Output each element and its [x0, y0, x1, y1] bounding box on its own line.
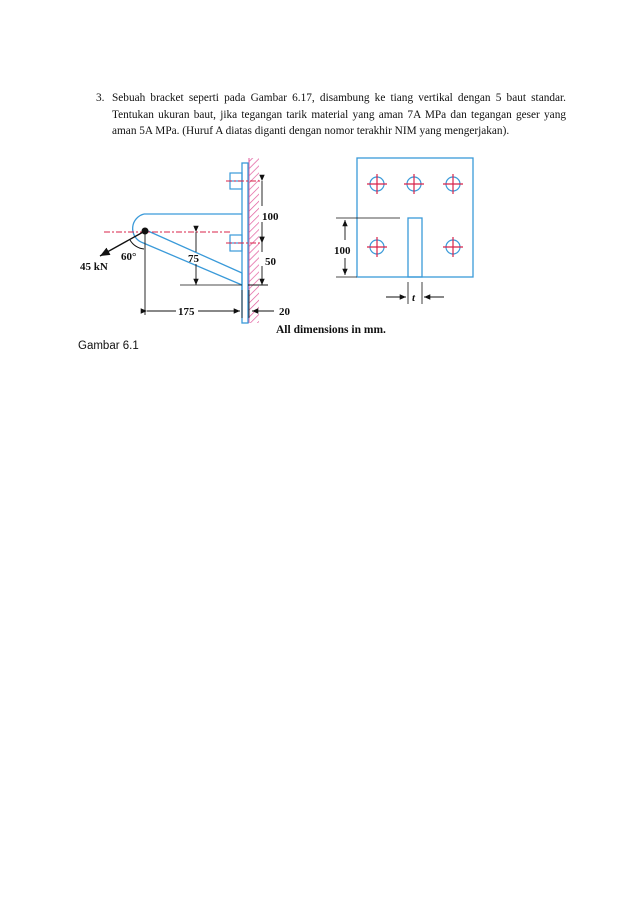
angle-label: 60° — [121, 251, 136, 263]
angle-arc — [129, 239, 145, 250]
dimension-note: All dimensions in mm. — [276, 324, 386, 336]
question-number: 3. — [96, 92, 105, 104]
bracket-arm — [132, 213, 243, 290]
load-label: 45 kN — [80, 261, 108, 273]
bolt-hole-1 — [367, 174, 387, 194]
bolt-hole-3 — [443, 174, 463, 194]
bracket-figure: 45 kN 60° 75 100 50 175 20 — [80, 157, 474, 336]
dim-100-front: 100 — [334, 245, 351, 257]
question-text: Sebuah bracket seperti pada Gambar 6.17,… — [112, 92, 566, 137]
bolt-hole-4 — [367, 237, 387, 257]
dim-t: t — [412, 292, 416, 304]
bolt-hole-2 — [404, 174, 424, 194]
load-arrow — [99, 230, 146, 257]
figure-caption: Gambar 6.1 — [78, 340, 139, 352]
bolt-center-lines — [104, 180, 262, 244]
question-3: 3. Sebuah bracket seperti pada Gambar 6.… — [96, 90, 566, 140]
dim-175: 175 — [178, 306, 195, 318]
dim-100-side: 100 — [262, 211, 279, 223]
column-hatch — [249, 158, 259, 323]
dim-20: 20 — [279, 306, 291, 318]
dim-vertical-right — [248, 174, 268, 286]
bolt-hole-5 — [443, 237, 463, 257]
bracket-web-front — [407, 217, 423, 278]
dim-50: 50 — [265, 256, 277, 268]
front-bolts — [367, 174, 463, 257]
dim-75: 75 — [188, 253, 200, 265]
